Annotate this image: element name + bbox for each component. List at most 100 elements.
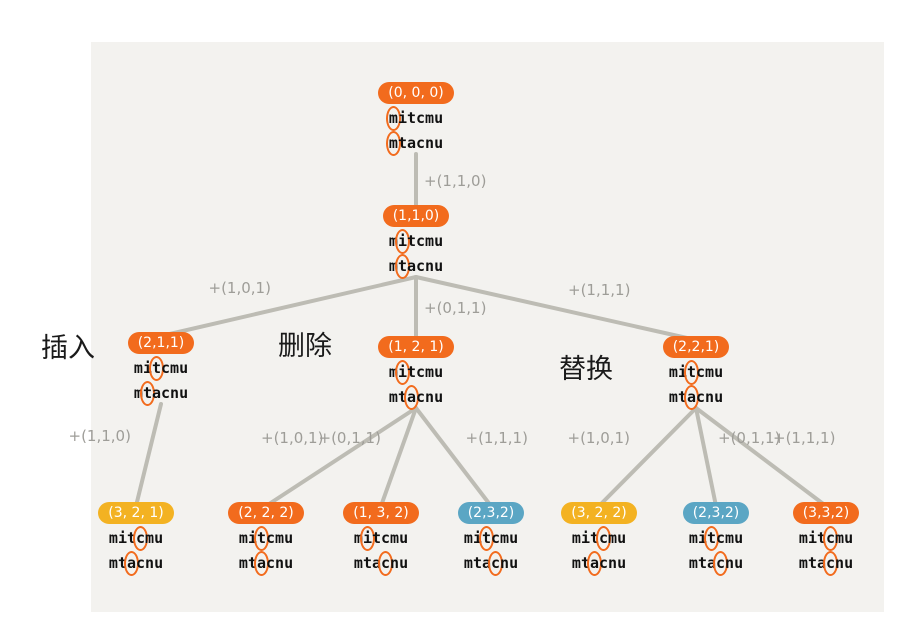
s2-string: mtacnu	[441, 551, 541, 576]
char: c	[136, 554, 146, 572]
char: c	[381, 529, 391, 547]
char: m	[608, 529, 618, 547]
char: a	[406, 257, 416, 275]
char: t	[807, 554, 817, 572]
char: c	[416, 257, 426, 275]
char: n	[390, 554, 400, 572]
char: m	[390, 529, 400, 547]
state-badge: (2, 2, 2)	[228, 502, 304, 524]
op-label-insert: 插入	[41, 333, 95, 364]
char: u	[179, 359, 189, 377]
edge-label: +(0,1,1)	[718, 429, 781, 447]
char: t	[247, 554, 257, 572]
char: t	[589, 529, 599, 547]
char: u	[509, 554, 519, 572]
char: t	[362, 554, 372, 572]
char: i	[472, 529, 482, 547]
highlighted-char: a	[683, 385, 699, 410]
char: u	[714, 388, 724, 406]
highlighted-char: m	[385, 131, 401, 156]
char: m	[425, 232, 435, 250]
s1-string: mitcmu	[441, 526, 541, 551]
char: i	[697, 529, 707, 547]
char: a	[706, 554, 716, 572]
char: m	[725, 529, 735, 547]
state-badge: (2,3,2)	[457, 502, 525, 524]
edge-label: +(1,0,1)	[261, 429, 324, 447]
highlighted-char: t	[139, 381, 155, 406]
char: i	[247, 529, 257, 547]
char: m	[133, 384, 143, 402]
char: i	[677, 363, 687, 381]
highlighted-char: t	[478, 526, 494, 551]
char: u	[434, 134, 444, 152]
highlighted-char: c	[378, 551, 394, 576]
char: i	[397, 109, 407, 127]
char: t	[677, 388, 687, 406]
s2-string: mtacnu	[646, 385, 746, 410]
char: c	[161, 359, 171, 377]
op-label-delete: 删除	[278, 331, 332, 362]
edge-label: +(1,1,0)	[68, 427, 131, 445]
char: t	[406, 232, 416, 250]
state-badge: (3, 2, 2)	[561, 502, 637, 524]
highlighted-char: m	[385, 106, 401, 131]
char: t	[397, 388, 407, 406]
char: c	[696, 363, 706, 381]
char: m	[388, 388, 398, 406]
char: t	[697, 554, 707, 572]
char: u	[617, 554, 627, 572]
highlighted-char: c	[823, 526, 839, 551]
char: m	[145, 529, 155, 547]
s1-string: mitcmu	[666, 526, 766, 551]
char: u	[284, 529, 294, 547]
highlighted-char: a	[586, 551, 602, 576]
char: u	[434, 109, 444, 127]
char: n	[705, 388, 715, 406]
s2-string: mtacnu	[666, 551, 766, 576]
edge-label: +(1,1,1)	[465, 429, 528, 447]
char: u	[734, 529, 744, 547]
char: u	[434, 232, 444, 250]
edge-label: +(1,1,0)	[424, 171, 487, 190]
edge-label: +(1,1,1)	[773, 429, 836, 447]
edge-n110-n221	[414, 275, 698, 342]
char: c	[416, 363, 426, 381]
char: c	[266, 529, 276, 547]
op-label-replace: 替换	[559, 354, 613, 385]
char: n	[170, 384, 180, 402]
char: m	[835, 529, 845, 547]
char: a	[151, 384, 161, 402]
highlighted-char: c	[596, 526, 612, 551]
s2-string: mtacnu	[366, 254, 466, 279]
char: u	[844, 554, 854, 572]
char: a	[816, 554, 826, 572]
char: m	[705, 363, 715, 381]
highlighted-char: t	[394, 254, 410, 279]
char: m	[170, 359, 180, 377]
char: c	[416, 134, 426, 152]
char: m	[388, 363, 398, 381]
s2-string: mtacnu	[86, 551, 186, 576]
s1-string: mitcmu	[216, 526, 316, 551]
char: t	[371, 529, 381, 547]
char: c	[716, 529, 726, 547]
char: m	[353, 554, 363, 572]
state-badge: (2,3,2)	[682, 502, 750, 524]
s2-string: mtacnu	[549, 551, 649, 576]
char: m	[425, 363, 435, 381]
char: i	[580, 529, 590, 547]
char: i	[142, 359, 152, 377]
